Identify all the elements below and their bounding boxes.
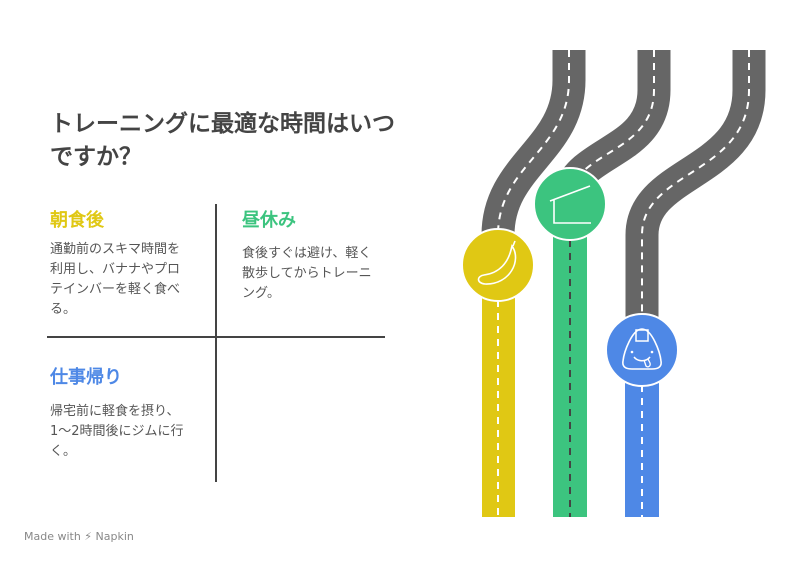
banana-icon — [461, 228, 535, 302]
text-lunch: 食後すぐは避け、軽く散歩してからトレーニング。 — [242, 246, 372, 301]
heading-lunch: 昼休み — [242, 210, 296, 231]
lunch-box-icon — [533, 167, 607, 241]
onigiri-icon — [605, 313, 679, 387]
heading-breakfast: 朝食後 — [50, 210, 104, 231]
footer-credit: Made with ⚡ Napkin — [24, 530, 134, 543]
road-gray-1-dash — [497, 50, 570, 236]
text-breakfast: 通勤前のスキマ時間を利用し、バナナやプロテインバーを軽く食べる。 — [50, 242, 181, 317]
divider-horizontal — [47, 336, 385, 338]
heading-after-work: 仕事帰り — [50, 367, 122, 388]
road-gray-3-dash — [641, 50, 750, 325]
page-title: トレーニングに最適な時間はいつですか？ — [50, 111, 395, 170]
divider-vertical — [215, 204, 217, 482]
text-after-work: 帰宅前に軽食を摂り、1〜2時間後にジムに行く。 — [50, 404, 184, 459]
